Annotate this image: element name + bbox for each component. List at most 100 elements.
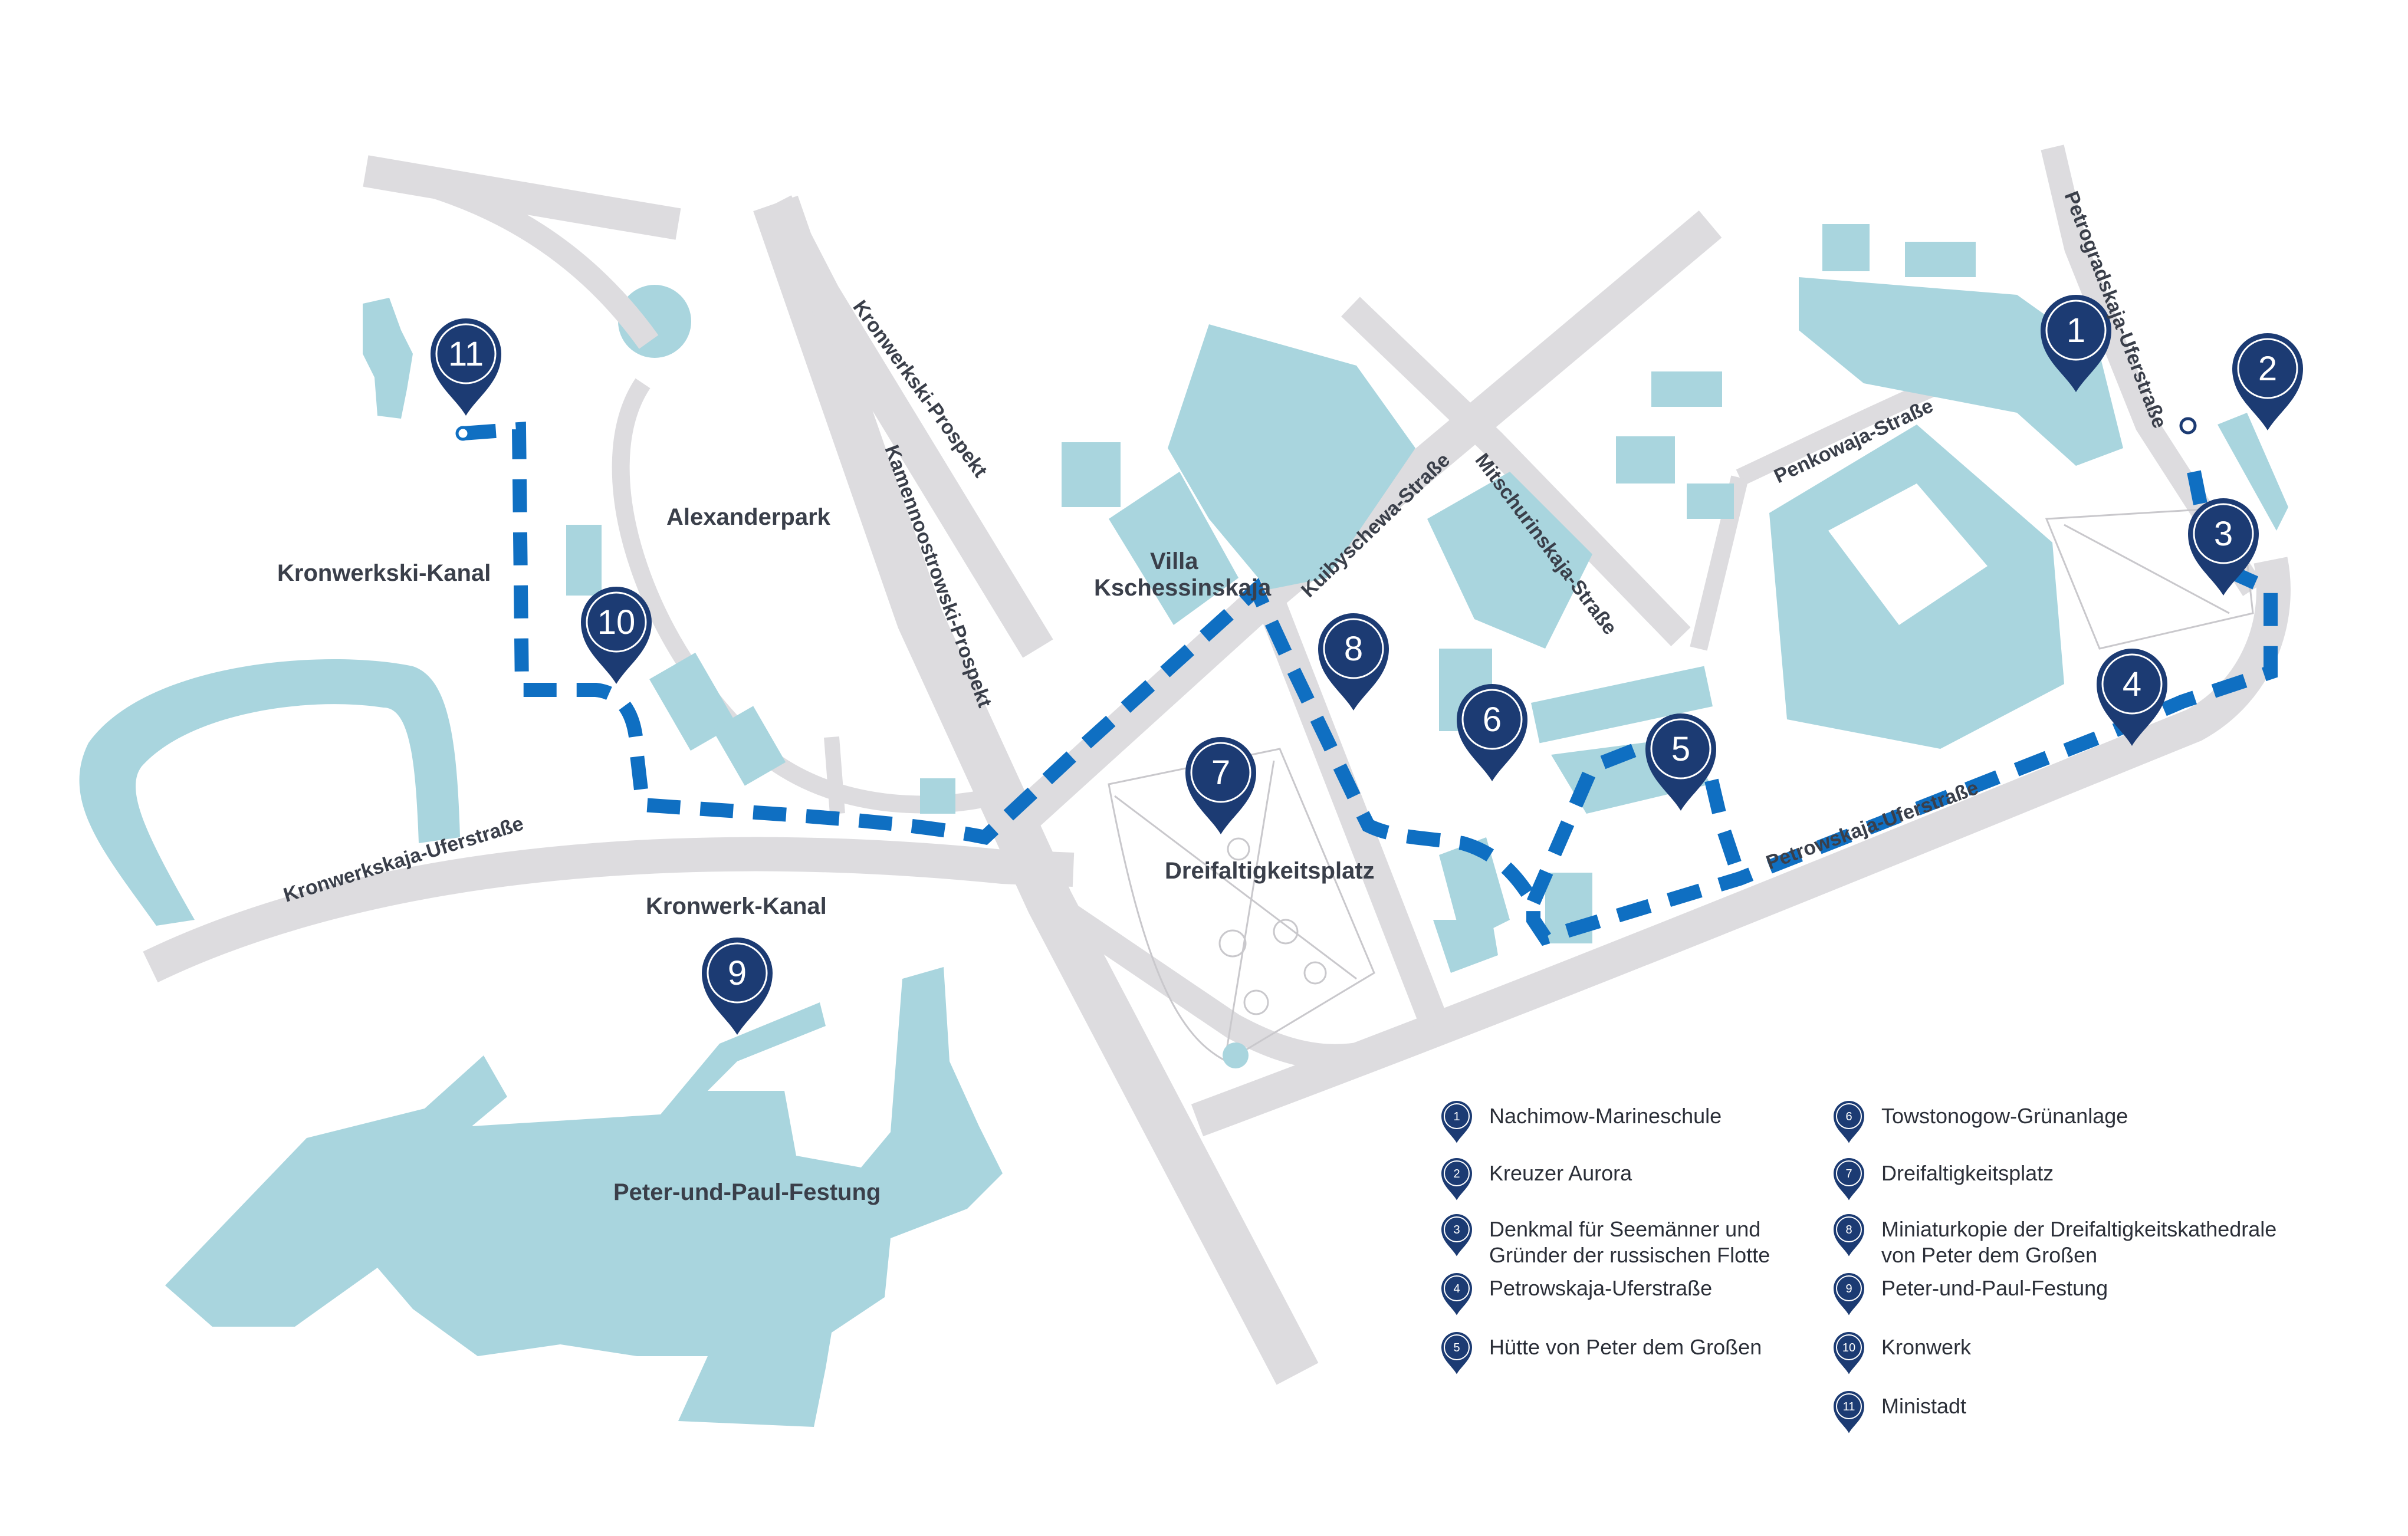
park-inner-road <box>824 736 845 814</box>
map-pin-marker-icon <box>2188 498 2259 596</box>
building <box>649 652 737 751</box>
legend-label: Hütte von Peter dem Großen <box>1489 1335 1762 1359</box>
kronwerkski-kanal-water <box>79 659 460 926</box>
building <box>1109 472 1239 625</box>
building <box>1433 920 1498 973</box>
map-pins: 1 2 3 4 5 6 78 9 10 11 <box>431 295 2303 1035</box>
map-pin-number: 4 <box>2123 665 2141 703</box>
map-pin-marker-icon <box>2041 295 2111 392</box>
map-pin-10[interactable]: 10 <box>581 587 652 684</box>
map-pin-marker-icon <box>702 938 773 1035</box>
map-pin-1[interactable]: 1 <box>2041 295 2111 392</box>
building <box>1168 324 1415 590</box>
legend-pin-ring <box>1836 1103 1862 1129</box>
legend-label: Gründer der russischen Flotte <box>1489 1243 1770 1267</box>
fountain-circle <box>1227 837 1250 861</box>
fountain-circle <box>1218 929 1247 958</box>
top-road <box>363 155 681 240</box>
kronwerkski-prospekt-road <box>760 195 1053 658</box>
legend-label: Ministadt <box>1881 1394 1966 1418</box>
legend-pin-icon <box>1834 1158 1864 1200</box>
legend-label: Nachimow-Marineschule <box>1489 1104 1722 1128</box>
legend-number: 2 <box>1453 1167 1460 1180</box>
map-pin-8[interactable]: 8 <box>1318 613 1389 711</box>
building <box>566 525 602 596</box>
small-pond <box>363 298 413 419</box>
legend-number: 5 <box>1453 1341 1460 1354</box>
building <box>1439 837 1510 943</box>
legend-pin-icon <box>1441 1158 1472 1200</box>
legend-label: Denkmal für Seemänner und <box>1489 1217 1760 1241</box>
legend-number: 6 <box>1845 1110 1852 1123</box>
fountain-circle <box>1303 961 1327 985</box>
map-pin-ring <box>2237 338 2298 399</box>
legend-pin-icon <box>1834 1214 1864 1257</box>
place-label-alexanderpark: Alexanderpark <box>666 504 831 530</box>
fountain-circle <box>1243 989 1269 1015</box>
legend-pin-icon <box>1441 1214 1472 1257</box>
kamennoostrowski-road <box>753 195 1319 1385</box>
east-park-outline <box>2045 506 2254 650</box>
place-label-kronwerk-kanal: Kronwerk-Kanal <box>646 893 827 919</box>
walking-route <box>462 422 2278 946</box>
map-pin-marker-icon <box>2097 649 2167 746</box>
map-pin-number: 5 <box>1671 730 1690 768</box>
petrowskaja-road <box>1191 557 2291 1137</box>
map-pin-ring <box>2045 300 2107 361</box>
map-pin-marker-icon <box>1457 684 1527 781</box>
place-label-kschessinskaja: Kschessinskaja <box>1094 575 1272 601</box>
building <box>1822 224 1870 271</box>
building <box>1531 666 1713 744</box>
petrogradskaja-road <box>2041 144 2263 596</box>
legend-number: 1 <box>1453 1110 1460 1123</box>
building <box>1062 442 1121 507</box>
map-pin-6[interactable]: 6 <box>1457 684 1527 781</box>
trinity-square-diagonal-1 <box>1114 795 1357 980</box>
place-labels: Alexanderpark Kronwerkski-Kanal Kronwerk… <box>277 504 1375 1205</box>
map-pin-number: 9 <box>728 954 747 992</box>
legend-label: von Peter dem Großen <box>1881 1243 2097 1267</box>
route-start-marker <box>455 426 471 441</box>
map-pin-11[interactable]: 11 <box>431 318 501 416</box>
legend-pin-ring <box>1444 1334 1470 1360</box>
legend-label: Miniaturkopie der Dreifaltigkeitskathedr… <box>1881 1217 2276 1241</box>
map-pin-ring <box>707 942 768 1004</box>
legend-pin-ring <box>1444 1216 1470 1242</box>
legend-number: 8 <box>1845 1223 1852 1236</box>
road-outlines <box>1108 506 2254 1063</box>
map-pin-7[interactable]: 7 <box>1185 737 1256 834</box>
map-pin-9[interactable]: 9 <box>702 938 773 1035</box>
map-pin-2[interactable]: 2 <box>2232 333 2303 430</box>
square-circles <box>1218 837 1327 1015</box>
road-network <box>143 144 2291 1385</box>
map-pin-4[interactable]: 4 <box>2097 649 2167 746</box>
fortress <box>165 967 1003 1427</box>
legend-pin-ring <box>1836 1160 1862 1186</box>
legend-item-2: 2 Kreuzer Aurora <box>1441 1158 1632 1200</box>
mitschurinskaja-road <box>1341 297 1691 647</box>
map-pin-marker-icon <box>1645 713 1716 811</box>
map-pin-3[interactable]: 3 <box>2188 498 2259 596</box>
route-loop-five <box>1526 715 1747 905</box>
legend-item-5: 5 Hütte von Peter dem Großen <box>1441 1332 1762 1374</box>
map-pin-5[interactable]: 5 <box>1645 713 1716 811</box>
building <box>1905 242 1976 277</box>
legend-pin-icon <box>1441 1273 1472 1315</box>
legend-label: Kronwerk <box>1881 1335 1972 1359</box>
map-pin-ring <box>586 591 647 653</box>
legend-label: Kreuzer Aurora <box>1489 1161 1632 1185</box>
cruiser-aurora-ship <box>2218 413 2288 531</box>
east-park-diagonal <box>2064 524 2230 614</box>
legend-pin-icon <box>1834 1273 1864 1315</box>
map-pin-number: 11 <box>448 335 484 373</box>
fountain-circle <box>1273 919 1299 945</box>
building-courtyard <box>1828 484 1987 625</box>
map-pin-marker-icon <box>431 318 501 416</box>
map-pin-ring <box>1650 718 1711 779</box>
legend-pin-icon <box>1441 1332 1472 1374</box>
legend-number: 9 <box>1845 1282 1852 1295</box>
